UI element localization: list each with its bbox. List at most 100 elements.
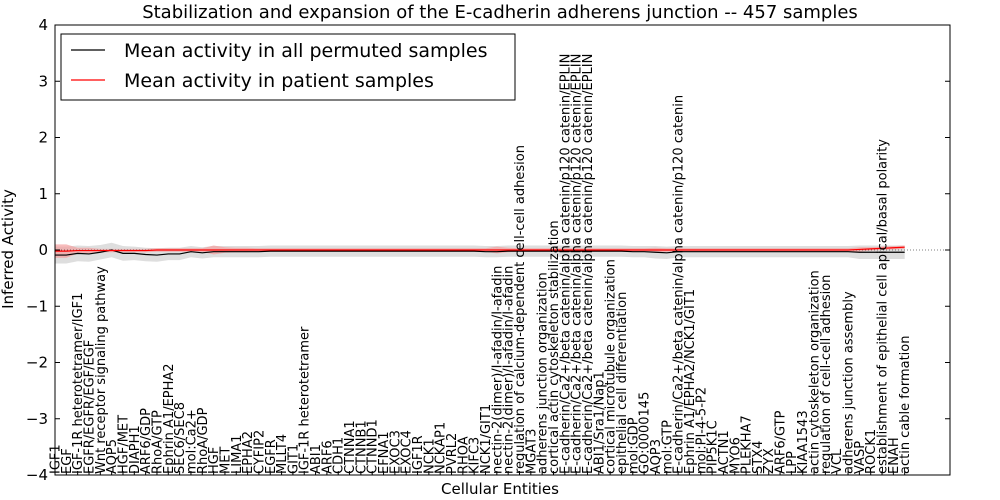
x-tick-label: E-cadherin/Ca2+/beta catenin/alpha caten…: [672, 95, 687, 474]
x-tick-label: actin cable formation: [898, 336, 913, 474]
x-tick-label: adherens junction assembly: [842, 291, 857, 474]
x-tick-label: IGF-1R heterotetramer/IGF1: [71, 293, 86, 474]
x-tick-label: nectin-2(dimer)/I-afadin/I-afadin: [490, 266, 505, 474]
x-tick-label: NCK1: [422, 438, 437, 474]
x-tick-label: nectin-2(dimer)/I-afadin/I-afadin: [502, 266, 517, 474]
y-tick-label: 1: [38, 185, 48, 203]
x-tick-label: cortical microtubule organization: [604, 259, 619, 474]
plot-frame: [54, 24, 951, 476]
x-tick-label: EGFR/EGFR/EGF/EGF: [82, 340, 97, 474]
x-tick-label: ABI1: [309, 444, 324, 474]
x-tick-label: E-cadherin/Ca2+/beta catenin/alpha caten…: [558, 54, 573, 474]
x-tick-label: NCKAP1: [434, 422, 449, 474]
x-tick-label: GIT1: [286, 444, 301, 474]
series-line-permuted: [55, 249, 905, 256]
y-tick-label: 0: [38, 241, 48, 259]
x-tick-label: regulation of cell-cell adhesion: [819, 275, 834, 474]
x-tick-label: KIFC3: [468, 437, 483, 474]
x-tick-label: LIMA1: [230, 435, 245, 474]
x-tick-label: VCL: [830, 448, 845, 474]
series-lines: [55, 246, 905, 256]
x-tick-label: RhoA/GDP: [196, 407, 211, 474]
x-tick-label: mol:PI-4-5-P2: [694, 387, 709, 474]
x-tick-label: EGFR: [264, 439, 279, 474]
x-tick-label: VASP: [853, 441, 868, 474]
x-tick-label: MET: [218, 447, 233, 474]
x-tick-label: ARF6/GTP: [774, 410, 789, 474]
x-tick-label: KIAA1543: [796, 410, 811, 474]
x-tick-label: CYFIP2: [252, 430, 267, 474]
x-tick-label: ZYX: [762, 448, 777, 474]
x-tick-label: ROCK1: [864, 429, 879, 474]
x-tick-label: STX4: [751, 441, 766, 474]
x-tick-label: IGF1: [49, 444, 64, 474]
y-tick-label: −4: [26, 466, 48, 484]
x-tick-label: EXOC3: [388, 430, 403, 474]
legend-label-permuted: Mean activity in all permuted samples: [124, 40, 487, 62]
x-tick-label: AQP5: [105, 439, 120, 474]
x-tick-label: SEC6/SEC8: [173, 402, 188, 474]
x-tick-label: ACTN1: [717, 430, 732, 474]
x-tick-label: CTNND1: [366, 419, 381, 474]
x-tick-label: EFNA1: [377, 431, 392, 474]
legend: Mean activity in all permuted samples Me…: [60, 33, 516, 101]
x-tick-label: epithelial cell differentiation: [615, 292, 630, 474]
x-tick-label: GO:0000145: [638, 392, 653, 474]
x-tick-label: mol:GDP: [626, 417, 641, 474]
x-tick-label: ARF6: [320, 440, 335, 474]
x-tick-label: E-cadherin/Ca2+/beta catenin/alpha caten…: [570, 54, 585, 474]
x-tick-label: EGF: [60, 448, 75, 474]
x-tick-label: mol:GTP: [660, 420, 675, 474]
y-tick-label: −3: [26, 410, 48, 428]
y-tick-label: 2: [38, 129, 48, 147]
x-tick-label: IGF-1R heterotetramer: [298, 326, 313, 474]
x-tick-label: establishment of epithelial cell apical/…: [876, 139, 891, 474]
x-tick-label: regulation of calcium-dependent cell-cel…: [513, 145, 528, 474]
x-tick-label: RhoA/GTP: [150, 410, 165, 474]
x-tick-label: CDH1: [332, 437, 347, 474]
x-tick-label: adherens junction organization: [536, 272, 551, 474]
x-tick-label: HGF: [207, 447, 222, 474]
x-tick-label: EXOC4: [400, 430, 415, 474]
x-tick-label: Wnt receptor signaling pathway: [94, 266, 109, 474]
legend-box: [60, 33, 516, 101]
y-tick-label: 4: [38, 16, 48, 34]
x-tick-label: ENAH: [887, 437, 902, 474]
x-tick-label: MYO6: [728, 437, 743, 474]
x-tick-label: HGF/MET: [116, 415, 131, 474]
y-tick-label: −2: [26, 354, 48, 372]
x-tick-label: IGF1R: [411, 435, 426, 474]
x-tick-label: actin cytoskeleton organization: [808, 270, 823, 474]
band-permuted: [55, 242, 905, 264]
x-tick-label: PIP5K1C: [706, 420, 721, 474]
x-tick-label: Ephrin A1/EPHA2/NCK1/GIT1: [683, 289, 698, 474]
x-tick-label: LPP: [785, 451, 800, 474]
x-tick-label: E-cadherin/Ca2+/beta catenin/alpha caten…: [581, 54, 596, 474]
x-tick-label: EPHA2: [241, 431, 256, 474]
x-tick-label: MGAT3: [524, 429, 539, 474]
x-tick-label: MLLT4: [275, 434, 290, 474]
x-tick-label: PLEKHA7: [740, 415, 755, 474]
x-tick-label: ABI1/Sra1/Nap1: [592, 371, 607, 474]
x-tick-label: mol:Ca2+: [184, 409, 199, 474]
x-axis-label: Cellular Entities: [441, 480, 559, 498]
x-tick-label: AQP3: [649, 439, 664, 474]
y-axis-ticks: −4 −3 −2 −1 0 1 2 3 4: [26, 16, 950, 484]
series-line-patient: [55, 246, 905, 252]
x-tick-label: PVRL2: [445, 433, 460, 474]
x-tick-label: RHOA: [456, 436, 471, 474]
y-tick-label: −1: [26, 297, 48, 315]
y-axis-label: Inferred Activity: [0, 189, 17, 309]
x-tick-label: Ephrin A1/EPHA2: [162, 363, 177, 474]
chart-title: Stabilization and expansion of the E-cad…: [142, 2, 858, 23]
x-tick-label: CTNNA1: [343, 420, 358, 474]
y-tick-label: 3: [38, 72, 48, 90]
x-tick-label: NCK1/GIT1: [479, 404, 494, 474]
x-tick-label: cortical actin cytoskeleton stabilizatio…: [547, 220, 562, 474]
x-tick-label: DIAPH1: [128, 425, 143, 474]
x-tick-label: ARF6/GDP: [139, 408, 154, 474]
legend-label-patient: Mean activity in patient samples: [124, 70, 434, 92]
x-tick-label: CTNNB1: [354, 420, 369, 474]
